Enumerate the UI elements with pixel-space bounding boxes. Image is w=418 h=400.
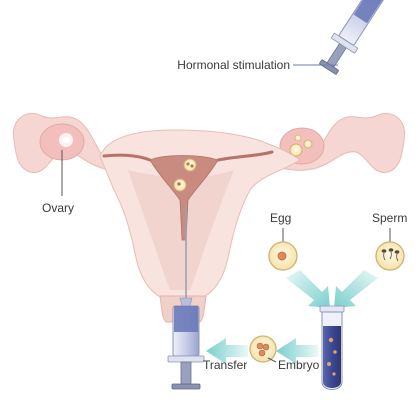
right-ovary-follicle: [289, 143, 303, 157]
sperm-cells: [375, 241, 405, 271]
embryo-leader-line: [267, 357, 277, 363]
embryo-label: Embryo: [278, 358, 320, 372]
egg-cell: [268, 241, 298, 271]
hormone-syringe: [319, 0, 388, 75]
sperm-to-tube-arrow: [334, 270, 378, 308]
uterine-cavity: [149, 155, 219, 241]
tube-to-embryo-arrow: [276, 338, 318, 364]
egg-label: Egg: [270, 211, 291, 225]
transfer-label: Transfer: [203, 358, 247, 372]
embryo-in-uterus: [183, 158, 197, 172]
ovary-label: Ovary: [42, 201, 74, 215]
sperm-label: Sperm: [372, 211, 407, 225]
hormonal-stimulation-label: Hormonal stimulation: [177, 58, 290, 72]
transfer-syringe: [167, 205, 205, 390]
test-tube: [319, 305, 345, 390]
egg-to-tube-arrow: [286, 270, 330, 308]
embryo-to-syringe-arrow: [206, 338, 248, 364]
embryo-cell: [249, 335, 277, 363]
